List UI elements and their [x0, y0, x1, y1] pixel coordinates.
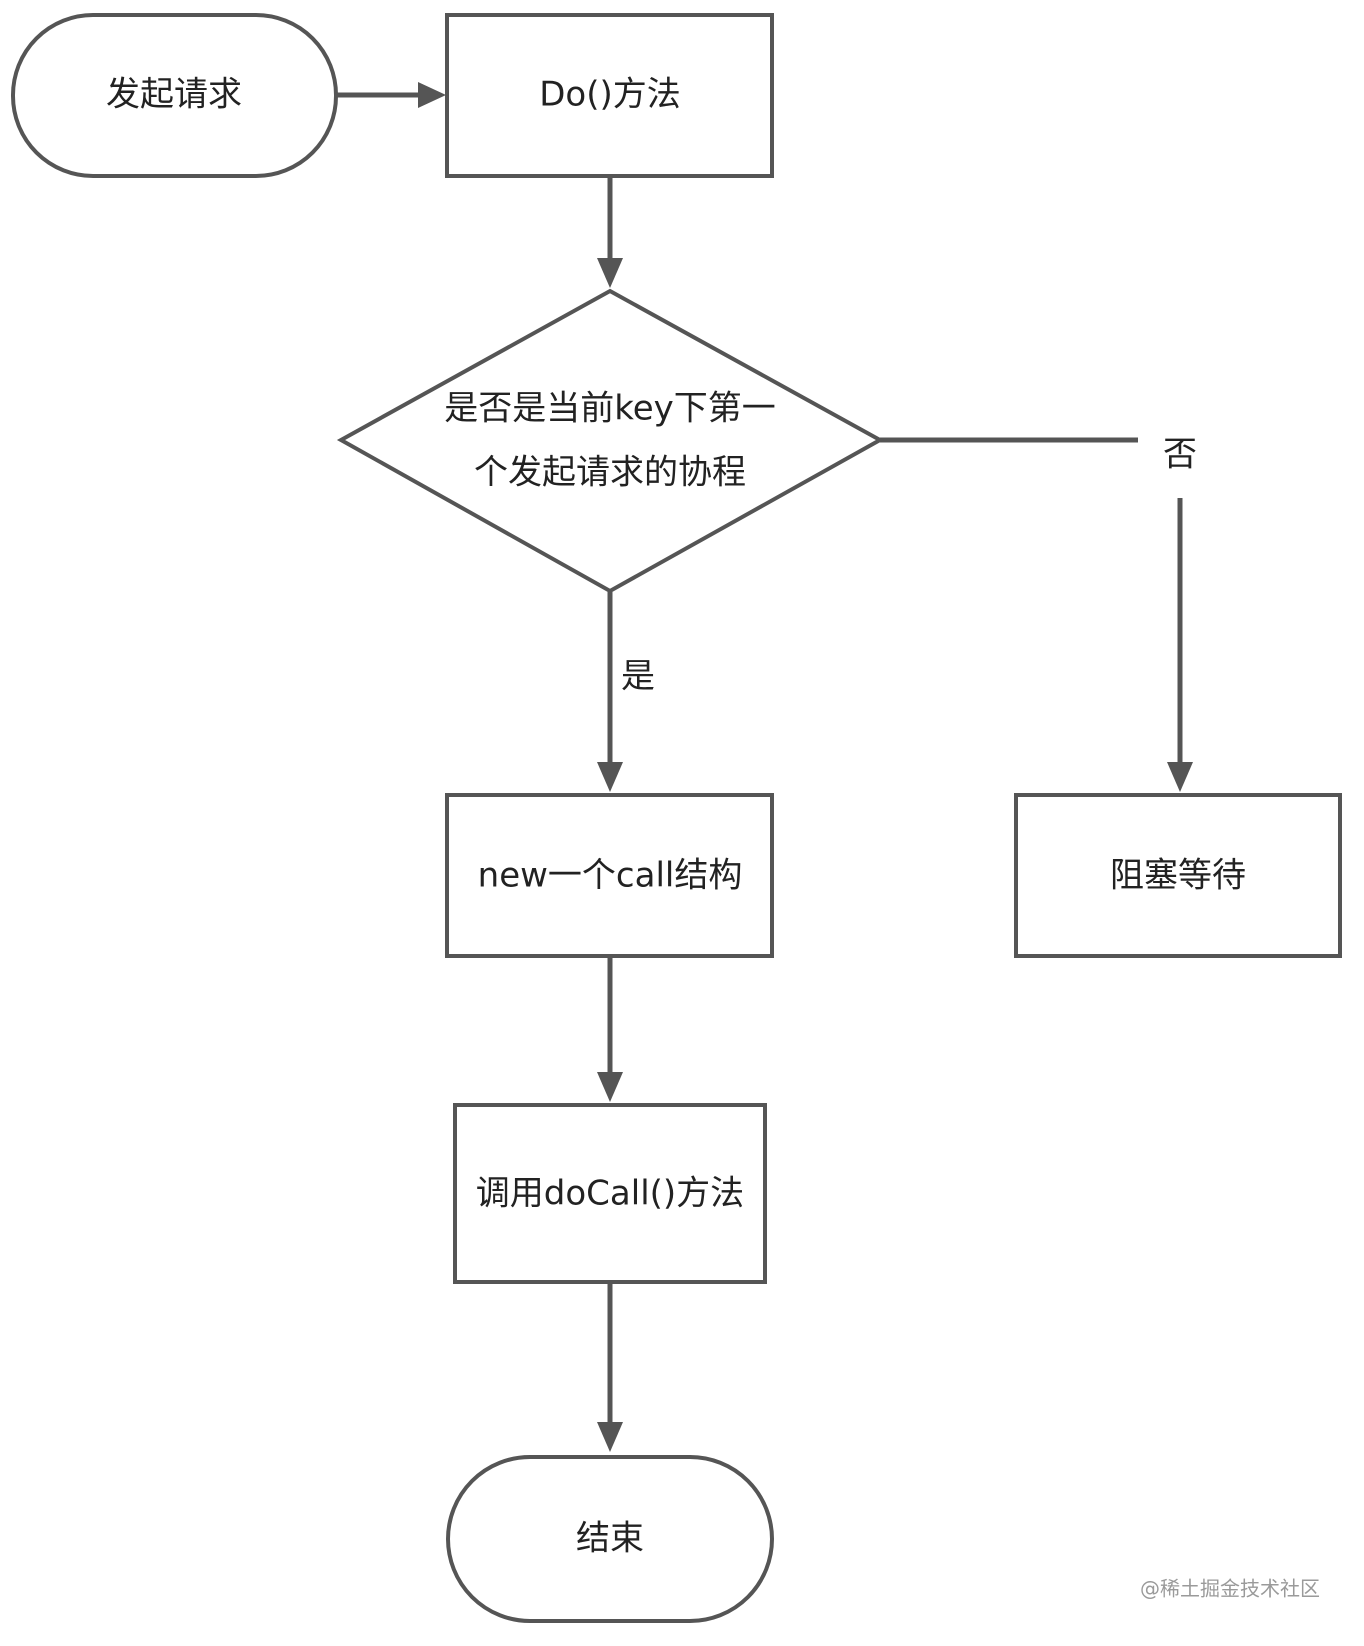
- node-decision-label-line1: 是否是当前key下第一: [444, 389, 776, 429]
- node-do-method: Do()方法: [445, 13, 774, 178]
- node-do-call-label: 调用doCall()方法: [476, 1174, 744, 1214]
- node-start: 发起请求: [11, 13, 338, 178]
- node-block-wait: 阻塞等待: [1014, 793, 1342, 958]
- node-do-method-label: Do()方法: [539, 75, 681, 115]
- node-end-label: 结束: [576, 1519, 644, 1559]
- terminator-start-shape: [11, 13, 338, 178]
- node-decision: 是否是当前key下第一 个发起请求的协程: [336, 288, 885, 594]
- arrowhead-newcall-to-docall: [597, 1072, 623, 1102]
- arrowhead-do-to-decision: [597, 258, 623, 288]
- node-start-label: 发起请求: [106, 75, 242, 115]
- edge-label-yes-text: 是: [621, 657, 655, 697]
- edge-label-no-text: 否: [1163, 435, 1197, 475]
- process-newcall-shape: [445, 793, 774, 958]
- node-end: 结束: [446, 1455, 774, 1623]
- edges: [336, 82, 1193, 1452]
- arrowhead-docall-to-end: [597, 1422, 623, 1452]
- node-decision-label-line2: 个发起请求的协程: [474, 453, 746, 493]
- node-do-call: 调用doCall()方法: [453, 1103, 767, 1284]
- edge-label-yes: 是: [621, 657, 655, 697]
- process-do-shape: [445, 13, 774, 178]
- edge-label-no: 否: [1163, 435, 1197, 475]
- node-block-wait-label: 阻塞等待: [1110, 856, 1246, 896]
- process-block-shape: [1014, 793, 1342, 958]
- watermark: @稀土掘金技术社区: [1140, 1577, 1320, 1601]
- process-docall-shape: [453, 1103, 767, 1284]
- node-new-call: new一个call结构: [445, 793, 774, 958]
- decision-shape: [336, 288, 885, 594]
- arrowhead-decision-to-newcall: [597, 762, 623, 792]
- terminator-end-shape: [446, 1455, 774, 1623]
- arrowhead-no-to-block: [1167, 762, 1193, 792]
- arrowhead-start-to-do: [418, 82, 446, 108]
- node-new-call-label: new一个call结构: [478, 856, 743, 896]
